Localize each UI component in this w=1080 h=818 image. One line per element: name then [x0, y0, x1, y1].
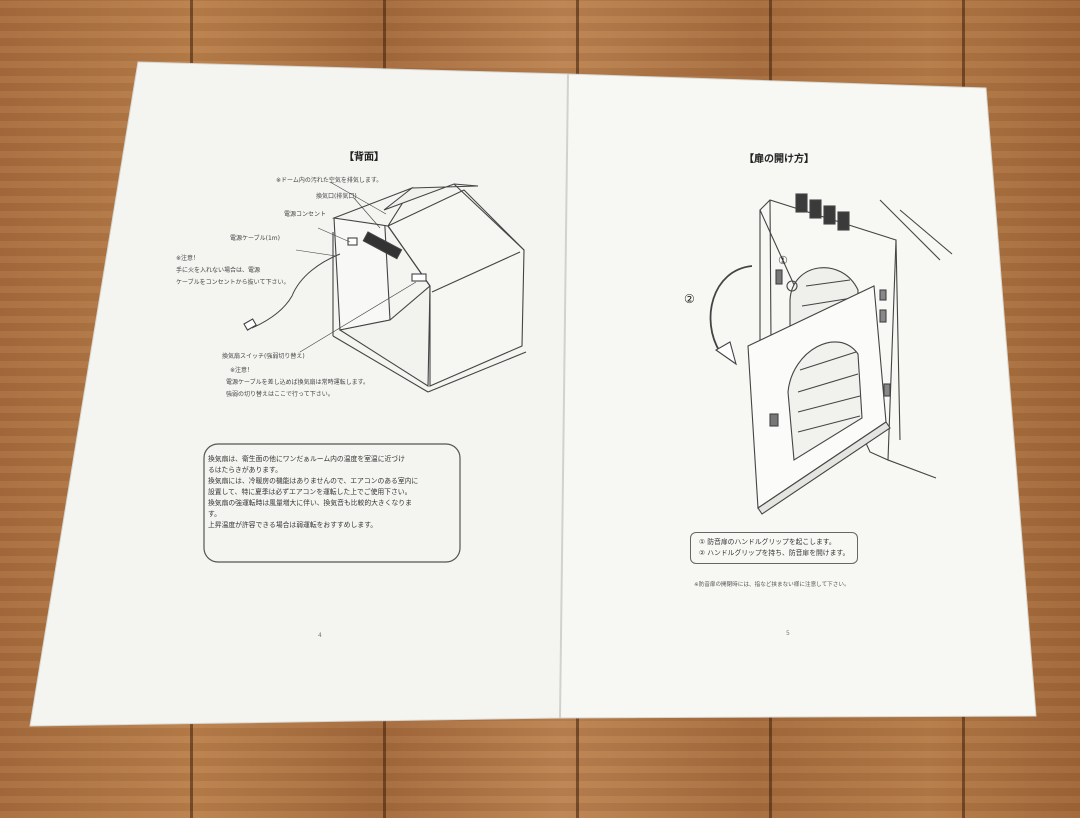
- info-line: 換気扇は、衛生面の他にワンだぁルーム内の温度を室温に近づけ: [208, 455, 405, 463]
- label-switch-note-1: 電源ケーブルを差し込めば換気扇は常時運転します。: [226, 379, 370, 386]
- right-page-heading: 【扉の開け方】: [744, 154, 814, 165]
- info-line: 上昇温度が許容できる場合は弱運転をおすすめします。: [208, 521, 378, 529]
- info-line: 換気扇の強運転時は風量増大に伴い、換気音も比較的大きくなりま: [208, 499, 412, 507]
- label-switch-note-title: ※注意！: [230, 367, 254, 374]
- label-caution-line-1: 手に火を入れない場合は、電源: [176, 267, 261, 274]
- door-steps-box: ① 防音扉のハンドルグリップを起こします。 ② ハンドルグリップを持ち、防音扉を…: [690, 532, 859, 564]
- label-caution-line-2: ケーブルをコンセントから抜いて下さい。: [176, 279, 290, 286]
- callout-step-1: ①: [778, 254, 788, 267]
- info-line: るはたらきがあります。: [208, 466, 282, 474]
- label-exhaust-note: ※ドーム内の汚れた空気を排気します。: [276, 177, 383, 184]
- label-fan-switch: 換気扇スイッチ(強弱切り替え): [222, 353, 305, 360]
- info-line: 換気扇には、冷暖房の機能はありませんので、エアコンのある室内に: [208, 477, 419, 485]
- label-power-cable: 電源ケーブル(1m): [230, 235, 280, 242]
- right-page-number: 5: [786, 630, 790, 637]
- callout-step-2: ②: [684, 292, 695, 306]
- door-diagram: [709, 193, 953, 515]
- label-switch-note-2: 強弱の切り替えはここで行って下さい。: [226, 391, 334, 398]
- info-line: す。: [208, 510, 221, 518]
- label-vent-port: 換気口(排気口): [316, 193, 357, 200]
- label-caution-title: ※注意！: [176, 255, 200, 262]
- info-line: 設置して、特に夏季は必ずエアコンを運転した上でご使用下さい。: [208, 488, 412, 496]
- ventilation-info-box: 換気扇は、衛生面の他にワンだぁルーム内の温度を室温に近づけ るはたらきがあります…: [208, 454, 418, 531]
- step-line: ② ハンドルグリップを持ち、防音扉を開けます。: [699, 549, 850, 557]
- left-info-box-frame: [203, 443, 461, 563]
- left-page-number: 4: [318, 632, 322, 639]
- label-outlet: 電源コンセント: [284, 211, 327, 218]
- left-page-heading: 【背面】: [344, 152, 384, 163]
- dog-house-diagram: [243, 181, 527, 393]
- door-footnote: ※防音扉の開閉時には、指など挟まない様に注意して下さい。: [694, 582, 850, 588]
- step-line: ① 防音扉のハンドルグリップを起こします。: [699, 538, 836, 546]
